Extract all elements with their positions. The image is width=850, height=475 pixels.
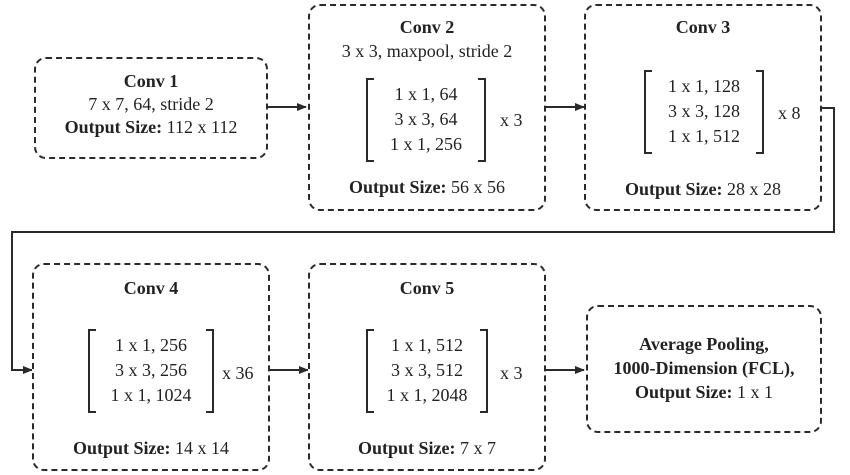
conv2-subtitle: 3 x 3, maxpool, stride 2 [341,41,513,61]
conv2-row-1: 1 x 1, 64 [394,84,458,104]
pooling-output-label: Output Size: [634,382,733,402]
conv5-row-1: 1 x 1, 512 [391,335,463,355]
conv5-row-2: 3 x 3, 512 [391,360,463,380]
conv3-output-label: Output Size: [624,179,723,199]
pooling-block: Average Pooling, 1000-Dimension (FCL), O… [586,305,822,433]
conv2-block: Conv 2 3 x 3, maxpool, stride 2 1 x 1, 6… [308,4,546,211]
pooling-line-1: Average Pooling, [639,334,769,354]
conv4-block: Conv 4 1 x 1, 256 3 x 3, 256 1 x 1, 1024… [32,263,270,471]
conv1-block: Conv 1 7 x 7, 64, stride 2 Output Size: … [34,57,268,159]
conv3-block: Conv 3 1 x 1, 128 3 x 3, 128 1 x 1, 512 … [584,4,822,211]
conv5-output-value: 7 x 7 [455,438,496,458]
conv5-output-label: Output Size: [357,438,456,458]
pooling-line-2: 1000-Dimension (FCL), [613,358,795,378]
conv3-output-value: 28 x 28 [722,179,781,199]
conv3-output: Output Size: 28 x 28 [586,178,820,200]
conv5-block: Conv 5 1 x 1, 512 3 x 3, 512 1 x 1, 2048… [308,263,546,471]
conv2-bottleneck-matrix: 1 x 1, 64 3 x 3, 64 1 x 1, 256 [366,78,486,162]
conv4-title: Conv 4 [123,278,179,298]
conv2-title: Conv 2 [399,17,455,37]
conv5-output: Output Size: 7 x 7 [310,437,544,459]
conv1-title: Conv 1 [123,71,179,91]
conv1-output-value: 112 x 112 [162,117,238,137]
conv1-output-label: Output Size: [64,117,163,137]
conv3-bottleneck-matrix: 1 x 1, 128 3 x 3, 128 1 x 1, 512 [644,70,764,154]
conv2-output: Output Size: 56 x 56 [310,176,544,198]
conv3-row-3: 1 x 1, 512 [668,126,740,146]
conv4-output-label: Output Size: [72,438,171,458]
conv4-row-3: 1 x 1, 1024 [110,385,192,405]
conv5-repeat: x 3 [500,363,523,383]
conv3-row-1: 1 x 1, 128 [668,76,740,96]
conv4-output-value: 14 x 14 [170,438,229,458]
pooling-output: Output Size: 1 x 1 [588,381,820,403]
conv5-row-3: 1 x 1, 2048 [386,385,468,405]
conv2-repeat: x 3 [500,110,523,130]
conv2-output-label: Output Size: [348,177,447,197]
conv4-row-1: 1 x 1, 256 [115,335,187,355]
conv2-output-value: 56 x 56 [446,177,505,197]
conv1-config: 7 x 7, 64, stride 2 [88,94,214,114]
conv4-row-2: 3 x 3, 256 [115,360,187,380]
conv2-row-3: 1 x 1, 256 [390,134,462,154]
conv5-title: Conv 5 [399,278,455,298]
pooling-output-value: 1 x 1 [732,382,773,402]
conv3-row-2: 3 x 3, 128 [668,101,740,121]
conv2-row-2: 3 x 3, 64 [394,109,458,129]
conv3-repeat: x 8 [778,103,801,123]
conv5-bottleneck-matrix: 1 x 1, 512 3 x 3, 512 1 x 1, 2048 [366,329,488,413]
conv4-repeat: x 36 [222,363,254,383]
conv1-output: Output Size: 112 x 112 [36,116,266,138]
conv4-bottleneck-matrix: 1 x 1, 256 3 x 3, 256 1 x 1, 1024 [88,329,214,413]
conv3-title: Conv 3 [675,17,731,37]
conv4-output: Output Size: 14 x 14 [34,437,268,459]
